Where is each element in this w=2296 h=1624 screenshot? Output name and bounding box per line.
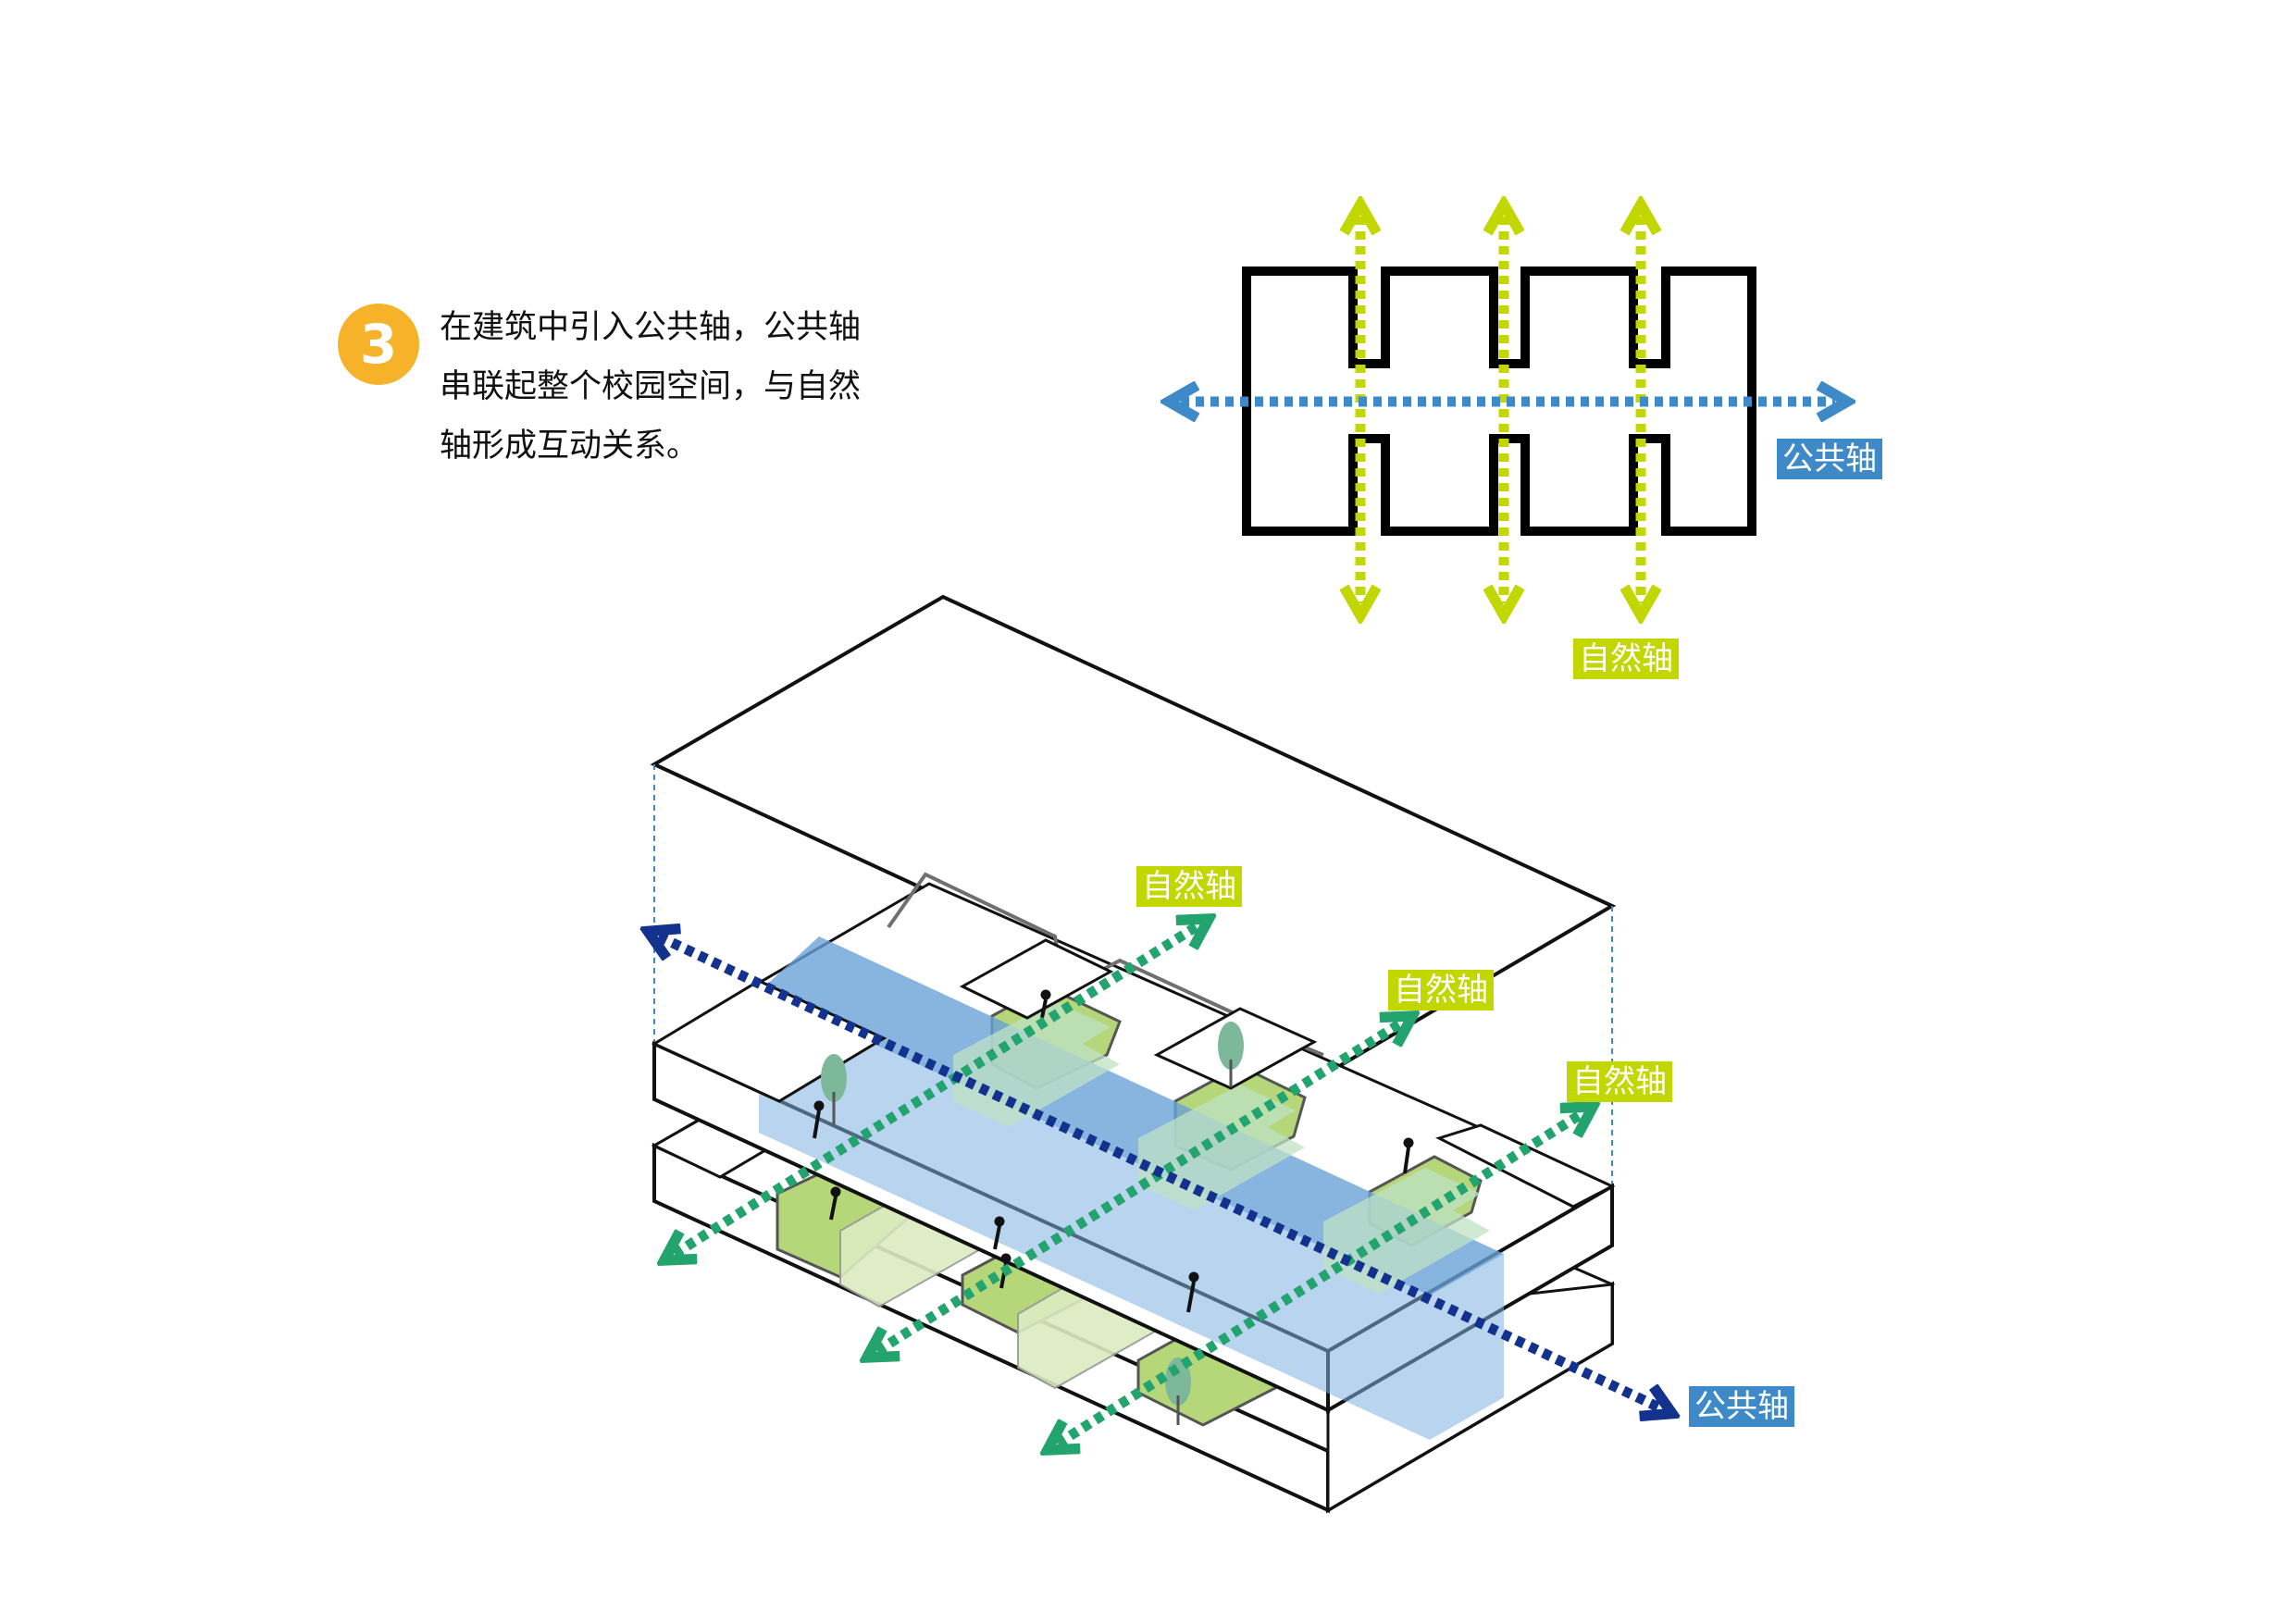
axon-public-axis (659, 936, 1661, 1408)
plan-diagram (1181, 217, 1835, 603)
step-number-badge: 3 (338, 304, 419, 385)
axon-natural-axis-label-3: 自然轴 (1567, 1061, 1672, 1102)
plan-public-axis-label: 公共轴 (1777, 439, 1882, 479)
step-description-line: 串联起整个校园空间，与自然 (440, 368, 862, 405)
plan-natural-axis-label: 自然轴 (1573, 638, 1679, 679)
axon-public-axis-label: 公共轴 (1689, 1386, 1794, 1427)
step-description-line: 轴形成互动关系。 (440, 428, 700, 465)
step-description-line: 在建筑中引入公共轴，公共轴 (440, 309, 862, 346)
axonometric-diagram (654, 594, 1661, 1514)
axon-natural-axis-label-2: 自然轴 (1388, 970, 1494, 1010)
step-description: 在建筑中引入公共轴，公共轴 串联起整个校园空间，与自然 轴形成互动关系。 (440, 298, 921, 476)
axon-natural-axis-label-1: 自然轴 (1136, 866, 1242, 907)
